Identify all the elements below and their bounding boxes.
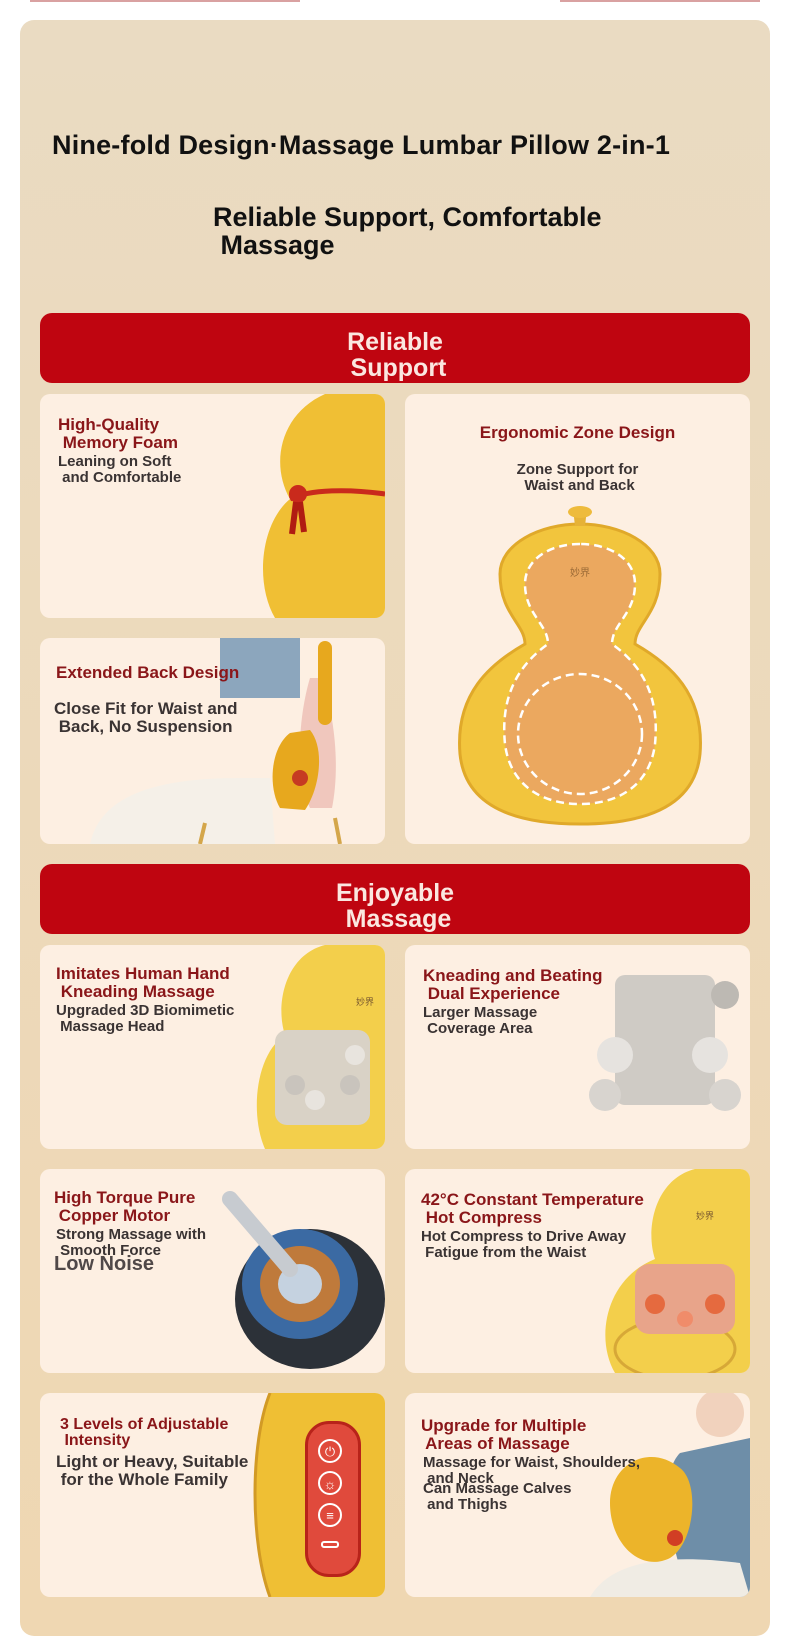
mode-icon[interactable]: ≡	[318, 1503, 342, 1527]
gourd-pillow-illustration	[263, 394, 385, 618]
card-desc: Upgraded 3D Biomimetic Massage Head	[56, 1002, 235, 1035]
card-title: High Torque Pure Copper Motor	[54, 1188, 196, 1225]
card-human-hand: 妙界 Imitates Human Hand Kneading Massage …	[40, 945, 385, 1149]
card-desc: Hot Compress to Drive Away Fatigue from …	[421, 1228, 627, 1261]
card-title: High-Quality Memory Foam	[58, 415, 178, 452]
massage-head-illustration: 妙界	[256, 945, 385, 1149]
control-panel	[305, 1421, 361, 1577]
massage-mechanism-illustration	[589, 975, 741, 1111]
card-motor: High Torque Pure Copper Motor Strong Mas…	[40, 1169, 385, 1373]
pillow-brand-label: 妙界	[356, 996, 374, 1008]
seated-person-illustration	[90, 638, 342, 844]
card-title: Kneading and Beating Dual Experience	[423, 966, 603, 1003]
page-title: Nine-fold Design·Massage Lumbar Pillow 2…	[52, 130, 671, 160]
heated-pillow-illustration: 妙界	[605, 1169, 750, 1373]
card-desc: Larger Massage Coverage Area	[423, 1004, 538, 1037]
section-banner-label: Reliable Support	[347, 328, 447, 382]
card-title: Extended Back Design	[56, 663, 240, 682]
card-multiple-areas: Upgrade for Multiple Areas of Massage Ma…	[405, 1393, 750, 1597]
card-title: 42°C Constant Temperature Hot Compress	[421, 1190, 644, 1227]
pillow-brand-label: 妙界	[696, 1210, 714, 1222]
section-banner-support: Reliable Support	[40, 313, 750, 383]
card-desc: Light or Heavy, Suitable for the Whole F…	[56, 1452, 249, 1489]
card-desc: Zone Support for Waist and Back	[516, 461, 639, 494]
card-title: Ergonomic Zone Design	[479, 423, 676, 442]
card-title: Upgrade for Multiple Areas of Massage	[421, 1416, 587, 1453]
card-desc: Strong Massage with Smooth Force	[56, 1226, 207, 1259]
section-banner-massage: Enjoyable Massage	[40, 864, 750, 934]
gourd-pillow-illustration: 妙界	[458, 506, 702, 826]
card-desc: Leaning on Soft and Comfortable	[58, 453, 182, 486]
pillow-brand-label: 妙界	[570, 566, 590, 579]
card-intensity: ⏻ ☼ ≡ 3 Levels of Adjustable Intensity L…	[40, 1393, 385, 1597]
card-desc: Massage for Waist, Shoulders, and Neck	[423, 1454, 640, 1487]
card-hot-compress: 妙界 42°C Constant Temperature Hot Compres…	[405, 1169, 750, 1373]
top-strip	[0, 0, 790, 6]
card-ergonomic: Ergonomic Zone Design Zone Support for W…	[405, 394, 750, 844]
heat-icon[interactable]: ☼	[318, 1471, 342, 1495]
card-title: Imitates Human Hand Kneading Massage	[56, 964, 230, 1001]
card-title: 3 Levels of Adjustable Intensity	[60, 1416, 229, 1449]
power-icon[interactable]: ⏻	[318, 1439, 342, 1463]
low-noise-label: Low Noise	[54, 1253, 155, 1275]
page-subtitle: Reliable Support, Comfortable Massage	[213, 202, 602, 260]
copper-motor-illustration	[222, 1191, 385, 1369]
card-desc-2: Can Massage Calves and Thighs	[423, 1480, 572, 1513]
card-memory-foam: High-Quality Memory Foam Leaning on Soft…	[40, 394, 385, 618]
card-desc: Close Fit for Waist and Back, No Suspens…	[54, 699, 238, 736]
card-kneading: Kneading and Beating Dual Experience Lar…	[405, 945, 750, 1149]
usb-port-icon	[321, 1541, 339, 1548]
section-banner-label: Enjoyable Massage	[335, 879, 455, 933]
woman-with-pillow-illustration	[590, 1393, 750, 1597]
card-extended-back: Extended Back Design Close Fit for Waist…	[40, 638, 385, 844]
